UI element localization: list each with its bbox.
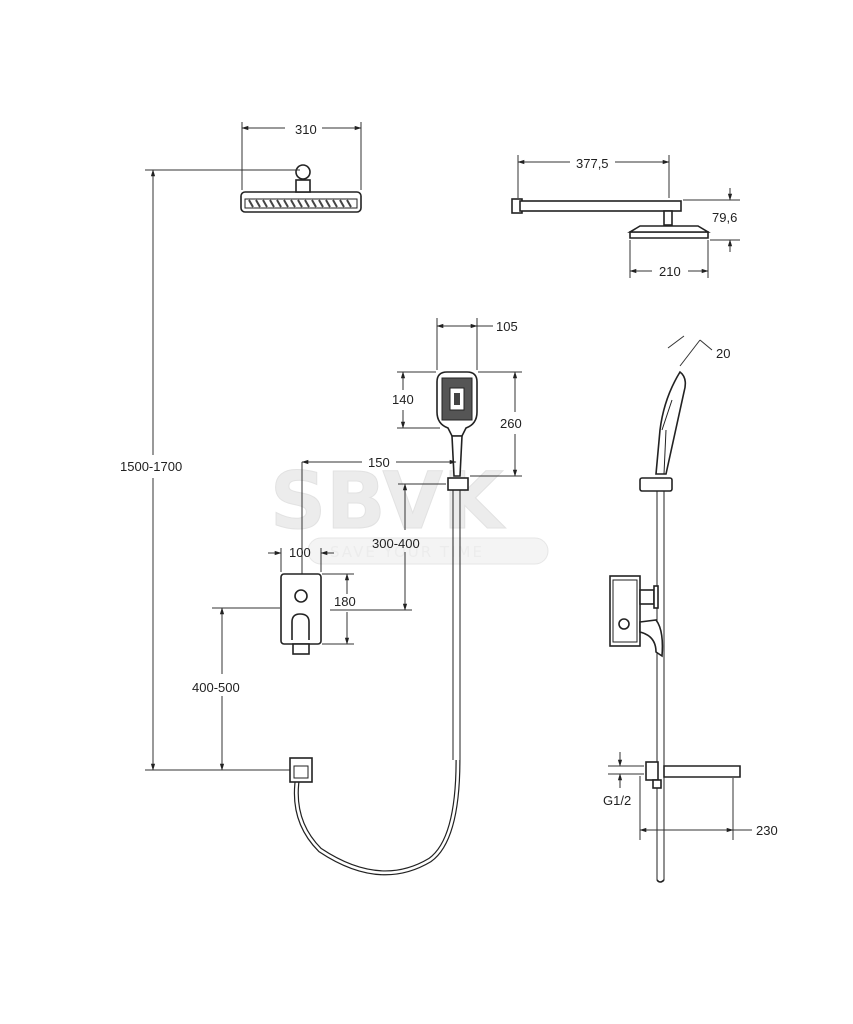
- dim-holder-range: 300-400: [330, 483, 446, 611]
- dim-holder-offset: 150: [301, 455, 457, 590]
- label-hand-length: 260: [500, 416, 522, 431]
- dim-rain-head-diameter: 210: [629, 240, 709, 279]
- dim-arm-length: 377,5: [517, 155, 670, 198]
- dim-mixer-from-outlet: 400-500: [192, 607, 280, 771]
- watermark-tagline: SAVE YOUR TIME: [330, 543, 484, 561]
- rain-shower-side-view: [511, 198, 711, 239]
- label-mixer-from-outlet: 400-500: [192, 680, 240, 695]
- label-hand-head-height: 140: [392, 392, 414, 407]
- dim-hand-thickness: 20: [667, 335, 730, 367]
- label-rain-head-height: 79,6: [712, 210, 737, 225]
- label-hand-thickness: 20: [716, 346, 730, 361]
- dim-hand-head-height: 140: [392, 371, 440, 429]
- dim-mixer-height: 180: [322, 573, 356, 645]
- label-mixer-width: 100: [289, 545, 311, 560]
- label-arm-length: 377,5: [576, 156, 609, 171]
- side-view-assembly: [609, 370, 741, 883]
- label-rain-head-diameter: 210: [659, 264, 681, 279]
- label-rain-width: 310: [295, 122, 317, 137]
- label-holder-range: 300-400: [372, 536, 420, 551]
- label-hand-width: 105: [496, 319, 518, 334]
- label-holder-offset: 150: [368, 455, 390, 470]
- dim-mixer-width: 100: [268, 545, 334, 572]
- wall-outlet: [289, 757, 313, 783]
- dim-hand-length: 260: [470, 371, 522, 477]
- label-outlet-length: 230: [756, 823, 778, 838]
- dim-rain-width: 310: [241, 122, 362, 190]
- watermark: SBVK SAVE YOUR TIME: [270, 457, 549, 565]
- dim-total-height: 1500-1700: [120, 169, 300, 771]
- mixer-front: [280, 573, 322, 655]
- label-total-height: 1500-1700: [120, 459, 182, 474]
- dim-connection: G1/2: [603, 752, 644, 808]
- hose: [293, 759, 461, 876]
- dim-outlet-length: 230: [639, 776, 778, 840]
- watermark-logo: SBVK: [270, 457, 506, 547]
- dim-hand-width: 105: [436, 318, 518, 370]
- hand-shower-front: [436, 371, 478, 760]
- label-connection: G1/2: [603, 793, 631, 808]
- label-mixer-height: 180: [334, 594, 356, 609]
- dim-rain-head-height: 79,6: [683, 188, 740, 252]
- rain-shower-head-front: [240, 164, 362, 213]
